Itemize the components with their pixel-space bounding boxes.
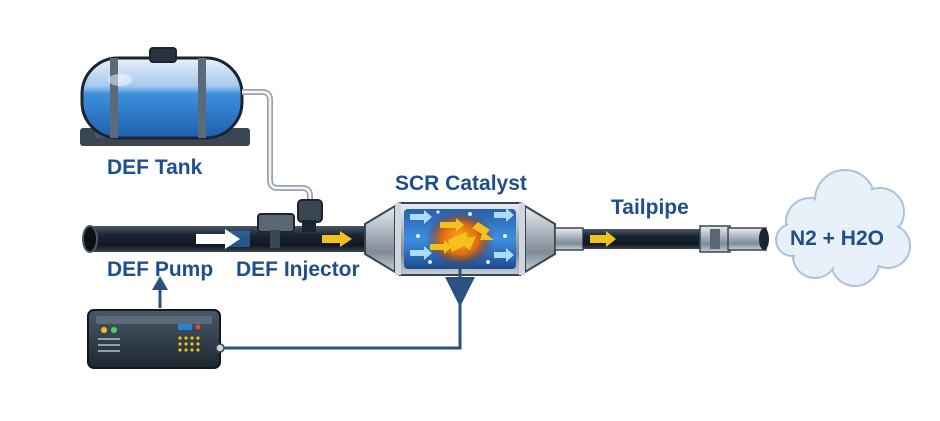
catalyst-icon	[364, 202, 556, 276]
tailpipe-label: Tailpipe	[611, 196, 689, 219]
def-pump-label: DEF Pump	[107, 258, 214, 281]
scr-catalyst-label: SCR Catalyst	[395, 172, 527, 195]
def-tank-icon	[80, 47, 250, 146]
flow-arrow-inlet	[196, 229, 240, 249]
tailpipe-icon	[554, 225, 769, 253]
flow-arrow-injector	[322, 231, 352, 247]
def-tank-label: DEF Tank	[107, 156, 203, 179]
control-unit-icon	[87, 309, 225, 369]
signal-line	[222, 300, 462, 350]
def-injector-label: DEF Injector	[236, 258, 360, 281]
output-label: N2 + H2O	[790, 227, 884, 250]
def-feed-line	[242, 89, 313, 208]
flow-arrow-outlet	[590, 231, 616, 247]
def-injector-icon	[257, 199, 323, 248]
inlet-pipe	[82, 225, 368, 253]
